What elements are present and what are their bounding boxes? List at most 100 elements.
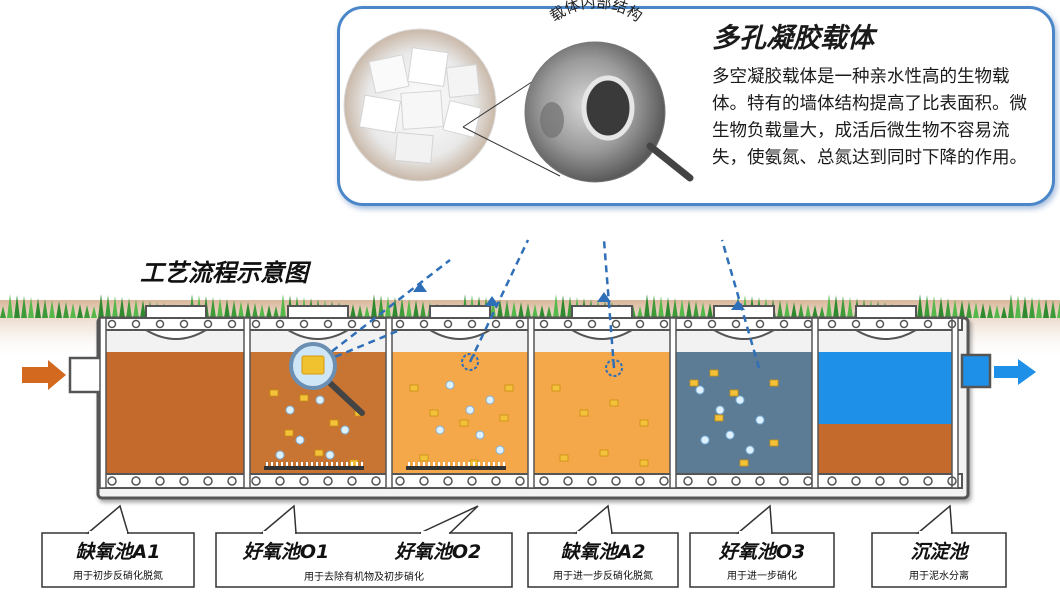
flow-line: [468, 239, 530, 363]
carrier-particle: [769, 379, 779, 387]
bubble: [465, 405, 475, 415]
diffuser-hole: [301, 462, 303, 466]
bolt: [419, 476, 429, 486]
tank-desc: 用于进一步硝化: [727, 571, 797, 582]
grass-blade: [532, 304, 538, 318]
grass-blade: [70, 303, 76, 318]
grass-blade: [504, 300, 510, 318]
diffuser-hole: [418, 462, 420, 466]
bolt: [347, 319, 357, 329]
bolt: [635, 476, 645, 486]
bolt: [275, 476, 285, 486]
partition-wall: [99, 317, 107, 489]
carrier-particle: [729, 389, 739, 397]
grass-blade: [672, 298, 678, 318]
tank-name: 缺氧池A1: [75, 541, 161, 563]
inlet-arrow-icon: [22, 360, 66, 390]
grass-blade: [819, 306, 825, 318]
grass-blade: [952, 299, 958, 318]
grass-blade: [798, 303, 804, 318]
bolt: [635, 319, 645, 329]
diffuser-hole: [453, 462, 455, 466]
diffuser-hole: [438, 462, 440, 466]
bolt: [755, 319, 765, 329]
grass-blade: [805, 304, 811, 318]
diffuser-hole: [478, 462, 480, 466]
callout-pointer: [419, 505, 479, 534]
bolt: [179, 476, 189, 486]
grass-blade: [511, 301, 517, 318]
grass-blade: [98, 294, 104, 318]
bolt: [947, 476, 957, 486]
callout-pointer: [259, 504, 297, 534]
diffuser-hole: [468, 462, 470, 466]
label-callouts: [41, 504, 1007, 588]
label-o1-o2-desc: 用于去除有机物及初步硝化: [216, 568, 512, 583]
carrier-particle: [709, 369, 719, 377]
grass-blade: [1036, 298, 1042, 318]
grass-blade: [14, 295, 20, 318]
diffuser-hole: [448, 462, 450, 466]
carrier-particle: [559, 454, 569, 462]
carrier-particle: [551, 384, 561, 392]
callout-box: [41, 532, 195, 588]
carrier-particle: [329, 419, 339, 427]
grass-blade: [847, 297, 853, 318]
partition-wall: [527, 317, 535, 489]
bolt: [683, 476, 693, 486]
bolt: [731, 476, 741, 486]
partition-wall: [243, 317, 251, 489]
carrier-particle: [504, 384, 514, 392]
carrier-particle: [419, 454, 429, 462]
bolt: [563, 476, 573, 486]
carrier-particle: [769, 439, 779, 447]
diffuser-hole: [281, 462, 283, 466]
diffuser-hole: [463, 462, 465, 466]
air-bubbles: [275, 380, 765, 460]
carrier-particle: [299, 394, 309, 402]
grass-blade: [994, 305, 1000, 318]
grass-blade: [224, 299, 230, 318]
diffuser-hole: [498, 462, 500, 466]
bolt: [203, 476, 213, 486]
grass-blade: [679, 299, 685, 318]
carrier-images: 载体内部结构: [343, 0, 694, 183]
grass-blade: [651, 295, 657, 318]
label-o1: 好氧池O1: [216, 537, 356, 564]
carrier-particle: [499, 414, 509, 422]
grass-blade: [784, 301, 790, 318]
water-layer: [816, 352, 956, 424]
bolt: [227, 319, 237, 329]
label-a2: 缺氧池A2 用于进一步反硝化脱氮: [528, 537, 678, 582]
bolt: [515, 319, 525, 329]
carrier-particle: [269, 389, 279, 397]
grass-blade: [252, 303, 258, 318]
grass-blade: [518, 302, 524, 318]
diffuser-hole: [473, 462, 475, 466]
grass-blade: [413, 300, 419, 318]
bolt: [803, 476, 813, 486]
bubble-ring: [605, 359, 623, 377]
grass-blade: [1015, 295, 1021, 318]
grass-blade: [833, 295, 839, 318]
bolt: [347, 476, 357, 486]
grass-blade: [1029, 297, 1035, 318]
grass-blade: [56, 301, 62, 318]
bubble: [735, 395, 745, 405]
carrier-particle: [459, 419, 469, 427]
bubble: [725, 430, 735, 440]
diffuser-hole: [488, 462, 490, 466]
bolt: [923, 319, 933, 329]
bubble: [745, 445, 755, 455]
grass-blade: [553, 294, 559, 318]
callout-join: [739, 531, 771, 535]
grass-blade: [1043, 299, 1049, 318]
tank-desc: 用于去除有机物及初步硝化: [304, 572, 424, 583]
diffuser-hole: [483, 462, 485, 466]
bolt: [299, 476, 309, 486]
bolt: [371, 476, 381, 486]
callout-pointer: [573, 504, 613, 534]
bolt: [875, 476, 885, 486]
bolt: [467, 319, 477, 329]
